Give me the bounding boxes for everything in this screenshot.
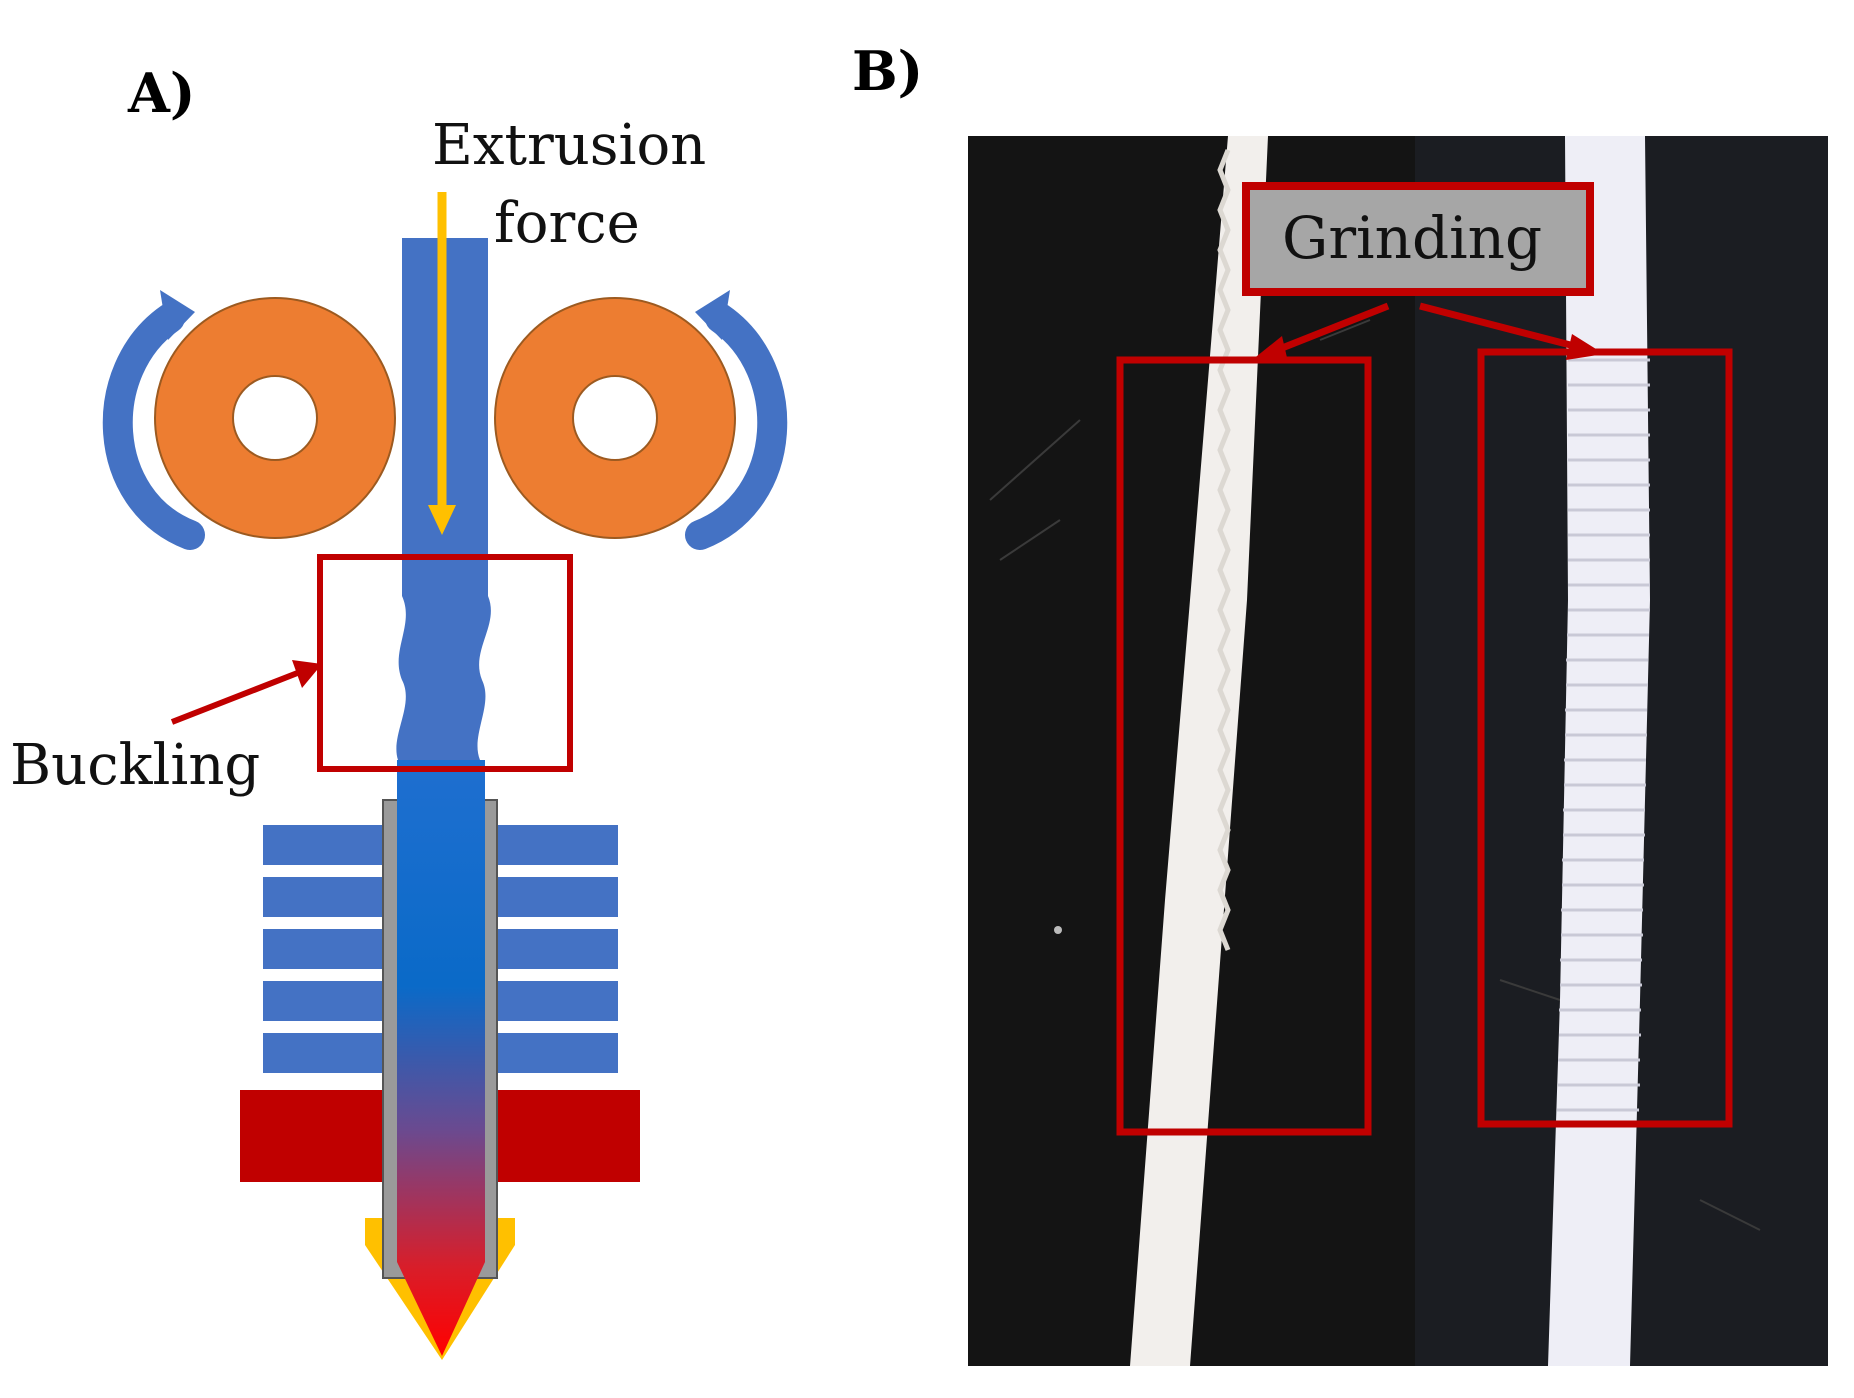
buckling-pointer-arrow (170, 660, 322, 725)
grinding-box-right (1477, 348, 1733, 1128)
panel-b-label: B) (852, 39, 924, 103)
extrusion-label-line1: Extrusion (432, 113, 707, 178)
molten-filament (397, 760, 485, 1356)
extrusion-label-line2: force (494, 191, 640, 256)
panel-a-label: A) (128, 61, 196, 125)
buckled-filament (396, 596, 491, 760)
extrusion-force-arrow (428, 192, 456, 535)
right-drive-roller (494, 297, 736, 539)
buckling-label: Buckling (10, 733, 261, 798)
left-drive-roller (154, 297, 396, 539)
grinding-box-left (1116, 356, 1372, 1136)
filament-photo (968, 136, 1828, 1366)
grinding-label: Grinding (1282, 204, 1543, 272)
grinding-label-box (1242, 182, 1594, 296)
buckling-highlight-box (317, 554, 573, 772)
right-rotation-arrow (685, 290, 788, 550)
left-rotation-arrow (102, 290, 205, 550)
ground-filament-left (1130, 136, 1268, 1366)
